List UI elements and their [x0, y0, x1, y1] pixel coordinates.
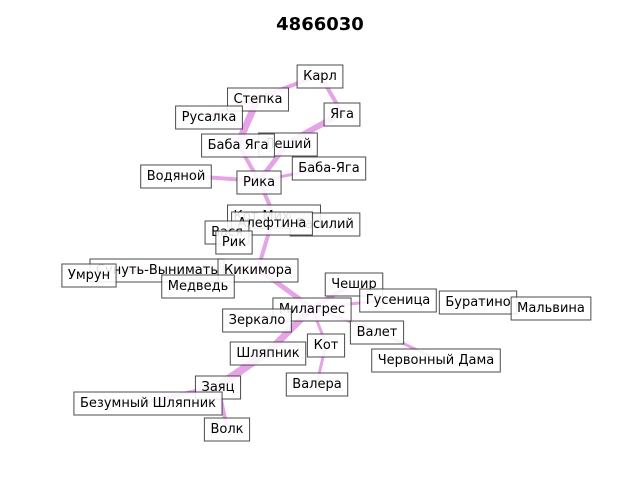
node-label: Чешир	[331, 277, 377, 292]
node-box	[73, 391, 223, 416]
node-label: Сунуть-Вынимать	[96, 263, 218, 278]
node-umrun: Умрун	[61, 263, 117, 288]
node-box	[175, 105, 243, 130]
node-label: Русалка	[182, 110, 237, 125]
node-karl: Карл	[296, 64, 344, 89]
node-box	[217, 258, 299, 283]
node-label: Безумный Шляпник	[80, 396, 216, 411]
node-bezumny: Безумный Шляпник	[73, 391, 223, 416]
node-label: Зеркало	[229, 313, 286, 328]
node-label: Карл	[303, 69, 337, 84]
node-label: Яга	[330, 107, 354, 122]
node-label: Волк	[210, 422, 243, 437]
node-kikimora: Кикимора	[217, 258, 299, 283]
node-box	[306, 333, 346, 358]
node-box	[222, 308, 292, 333]
node-valet: Валет	[349, 320, 405, 345]
node-chervonny: Червонный Дама	[371, 348, 501, 373]
node-box	[323, 102, 361, 127]
node-yaga: Яга	[323, 102, 361, 127]
node-label: Шляпник	[236, 346, 299, 361]
node-box	[349, 320, 405, 345]
node-baba_yaga2: Баба-Яга	[291, 156, 367, 181]
graph-title: 4866030	[276, 14, 364, 35]
node-label: Умрун	[68, 268, 110, 283]
node-label: Баба-Яга	[298, 161, 359, 176]
node-label: Мальвина	[517, 301, 585, 316]
node-label: Кот	[314, 338, 339, 353]
node-box	[285, 372, 349, 397]
node-box	[203, 417, 251, 442]
node-gusenitsa: Гусеница	[359, 288, 437, 313]
node-label: Алефтина	[238, 216, 307, 231]
node-label: Рик	[222, 235, 246, 250]
node-box	[61, 263, 117, 288]
node-label: Гусеница	[366, 293, 431, 308]
node-box	[291, 156, 367, 181]
node-box	[201, 133, 275, 158]
node-box	[371, 348, 501, 373]
node-label: Валера	[292, 377, 341, 392]
node-label: Милагрес	[279, 302, 345, 317]
node-malvina: Мальвина	[510, 296, 592, 321]
node-box	[215, 230, 253, 255]
node-baba_yaga: Баба Яга	[201, 133, 275, 158]
node-label: Рика	[243, 175, 275, 190]
node-buratino: Буратино	[438, 290, 518, 315]
node-zerkalo: Зеркало	[222, 308, 292, 333]
node-valera: Валера	[285, 372, 349, 397]
node-rika: Рика	[236, 170, 282, 195]
node-medved: Медведь	[161, 274, 235, 299]
node-shlyapnik: Шляпник	[229, 341, 307, 366]
node-box	[510, 296, 592, 321]
node-box	[227, 87, 289, 112]
node-alefina: Алефтина	[231, 211, 313, 236]
node-box	[236, 170, 282, 195]
node-rik: Рик	[215, 230, 253, 255]
node-label: Валет	[357, 325, 398, 340]
node-label: Буратино	[445, 295, 510, 310]
node-label: Медведь	[168, 279, 229, 294]
node-label: Кикимора	[224, 263, 292, 278]
node-box	[359, 288, 437, 313]
node-box	[229, 341, 307, 366]
node-box	[161, 274, 235, 299]
node-rusalka: Русалка	[175, 105, 243, 130]
node-box	[296, 64, 344, 89]
node-label: Червонный Дама	[378, 353, 495, 368]
node-vodyanoy: Водяной	[140, 164, 212, 189]
node-stepka: Степка	[227, 87, 289, 112]
node-label: Водяной	[147, 169, 206, 184]
node-volk: Волк	[203, 417, 251, 442]
node-kot: Кот	[306, 333, 346, 358]
node-label: Заяц	[202, 380, 235, 395]
node-label: Степка	[234, 92, 283, 107]
node-box	[140, 164, 212, 189]
node-label: Баба Яга	[208, 138, 269, 153]
node-label: Леший	[265, 137, 312, 152]
node-milagres: Милагрес	[272, 297, 352, 322]
